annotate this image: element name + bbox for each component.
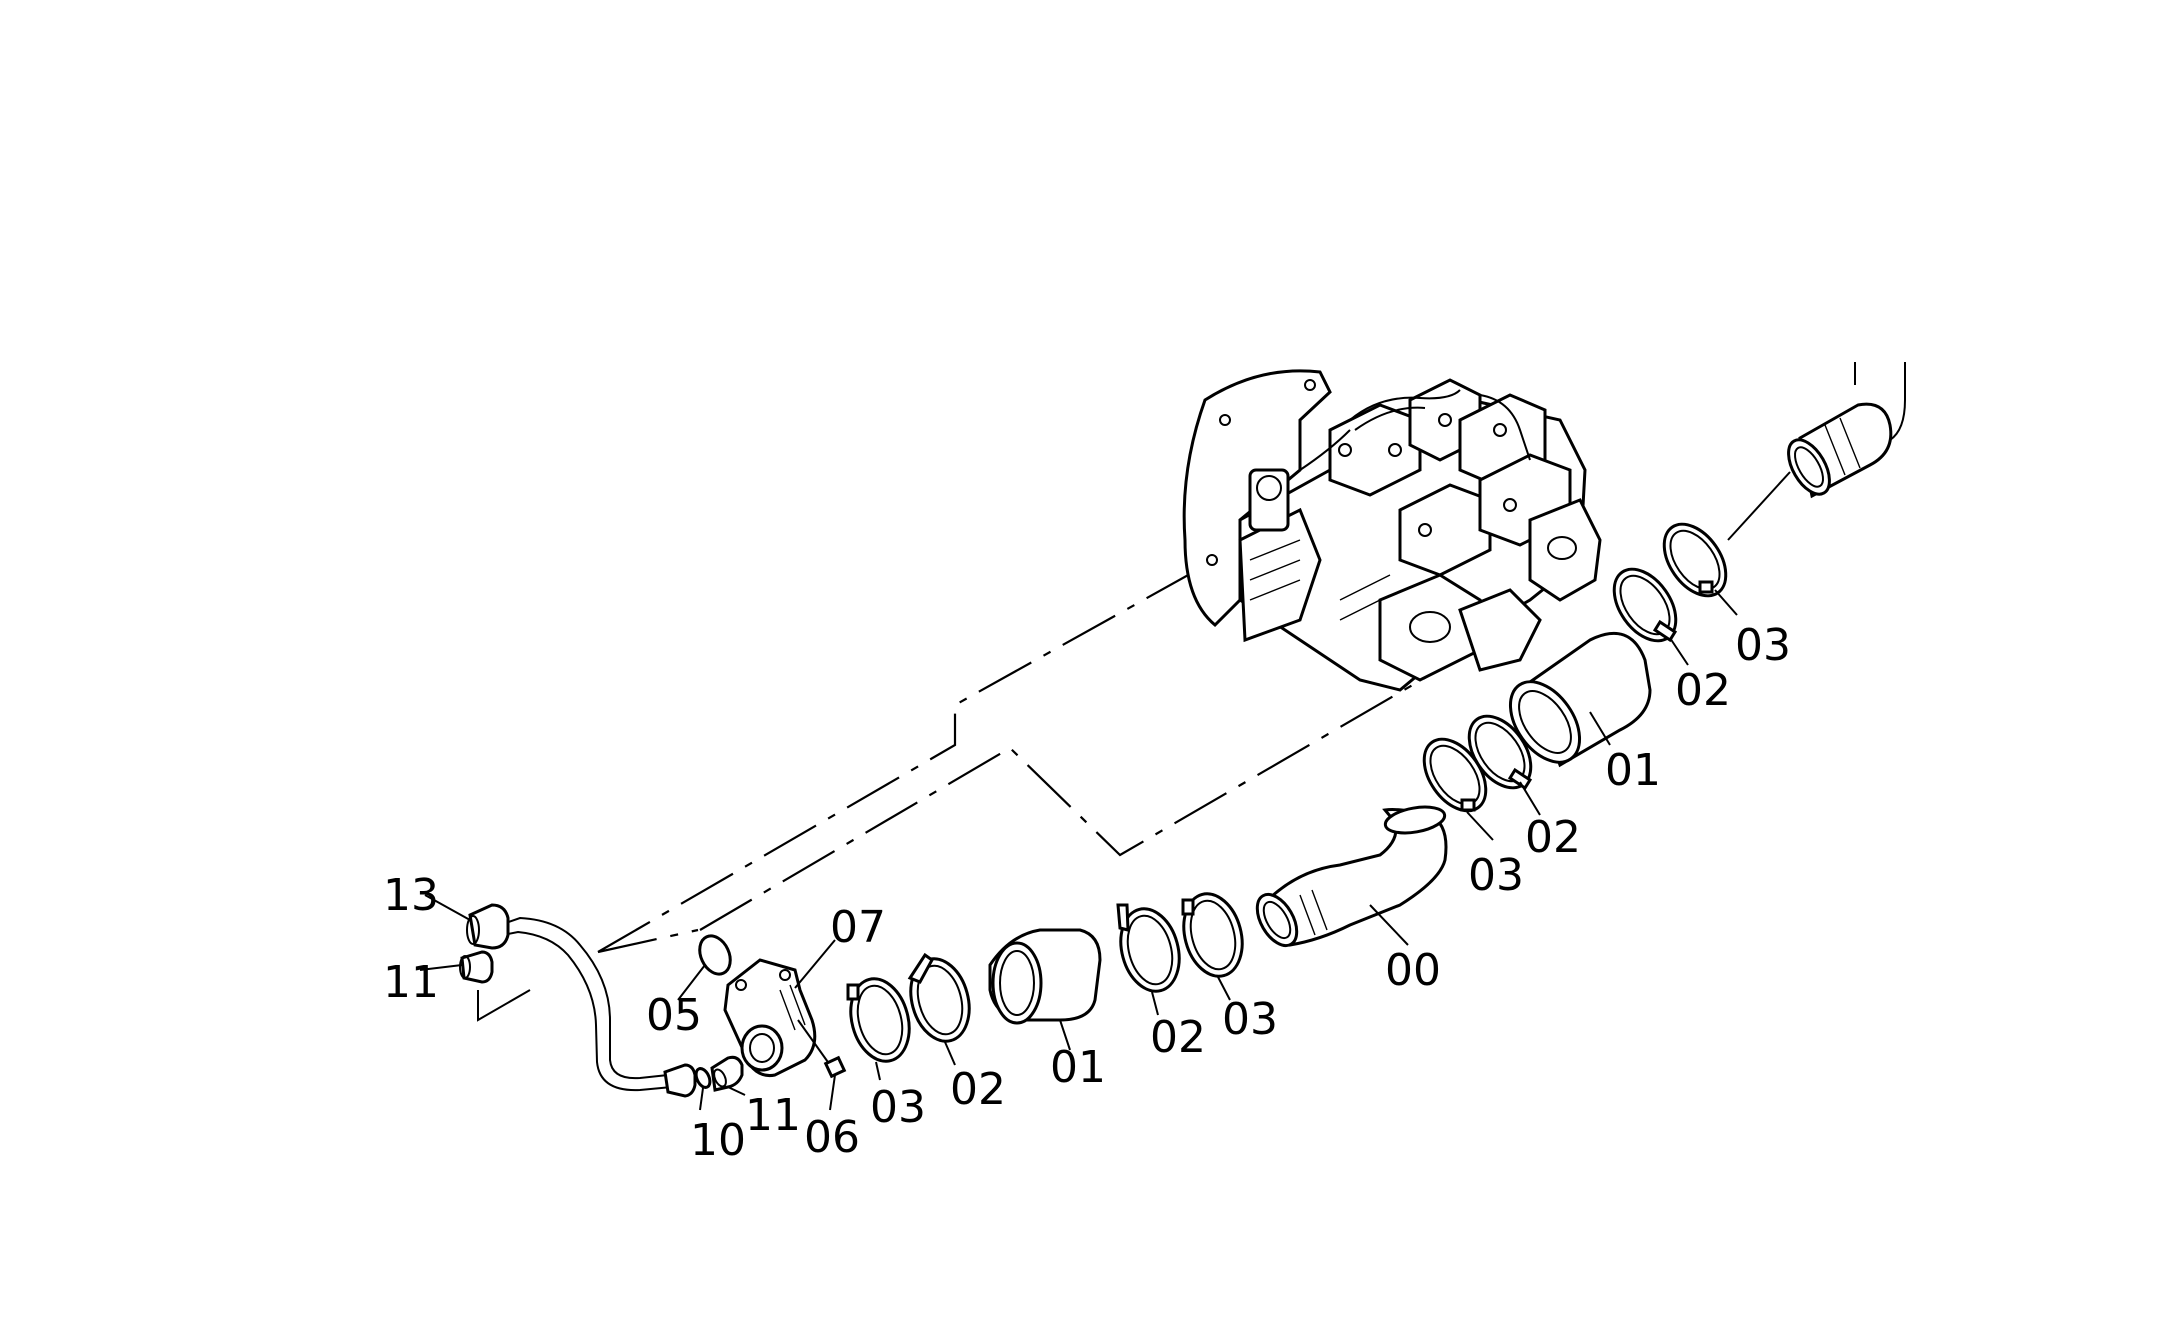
label-10: 10 bbox=[690, 1115, 746, 1166]
label-06: 06 bbox=[804, 1112, 860, 1163]
flange-07 bbox=[723, 958, 817, 1077]
label-07: 07 bbox=[830, 902, 886, 953]
bolt-06 bbox=[797, 1019, 847, 1079]
pipe-13 bbox=[459, 903, 697, 1098]
label-01-upper: 01 bbox=[1605, 745, 1661, 796]
elbow-hose-00 bbox=[1255, 805, 1448, 948]
clamps bbox=[846, 522, 1728, 1063]
label-00: 00 bbox=[1385, 945, 1441, 996]
label-03-d: 03 bbox=[1735, 620, 1791, 671]
label-03-c: 03 bbox=[1468, 850, 1524, 901]
hose-01-upper bbox=[1508, 631, 1652, 768]
hose-01-lower bbox=[988, 928, 1102, 1025]
label-03-a: 03 bbox=[870, 1082, 926, 1133]
label-01-lower: 01 bbox=[1050, 1042, 1106, 1093]
label-03-b: 03 bbox=[1222, 994, 1278, 1045]
label-02-d: 02 bbox=[1675, 665, 1731, 716]
label-02-a: 02 bbox=[950, 1064, 1006, 1115]
label-05: 05 bbox=[646, 990, 702, 1041]
fittings-lower bbox=[694, 1055, 744, 1092]
label-13: 13 bbox=[383, 870, 439, 921]
label-11-lower: 11 bbox=[745, 1090, 801, 1141]
label-02-b: 02 bbox=[1150, 1012, 1206, 1063]
o-ring-05 bbox=[698, 934, 732, 976]
leader-lines bbox=[419, 471, 1791, 1111]
label-02-c: 02 bbox=[1525, 812, 1581, 863]
label-11-upper: 11 bbox=[383, 957, 439, 1008]
part-labels: 13 11 05 07 10 11 06 03 02 01 02 03 00 0… bbox=[383, 620, 1791, 1166]
suction-pipe bbox=[1787, 362, 1906, 499]
hydraulic-pump-assembly bbox=[1182, 369, 1602, 692]
reference-lines bbox=[597, 534, 1491, 954]
